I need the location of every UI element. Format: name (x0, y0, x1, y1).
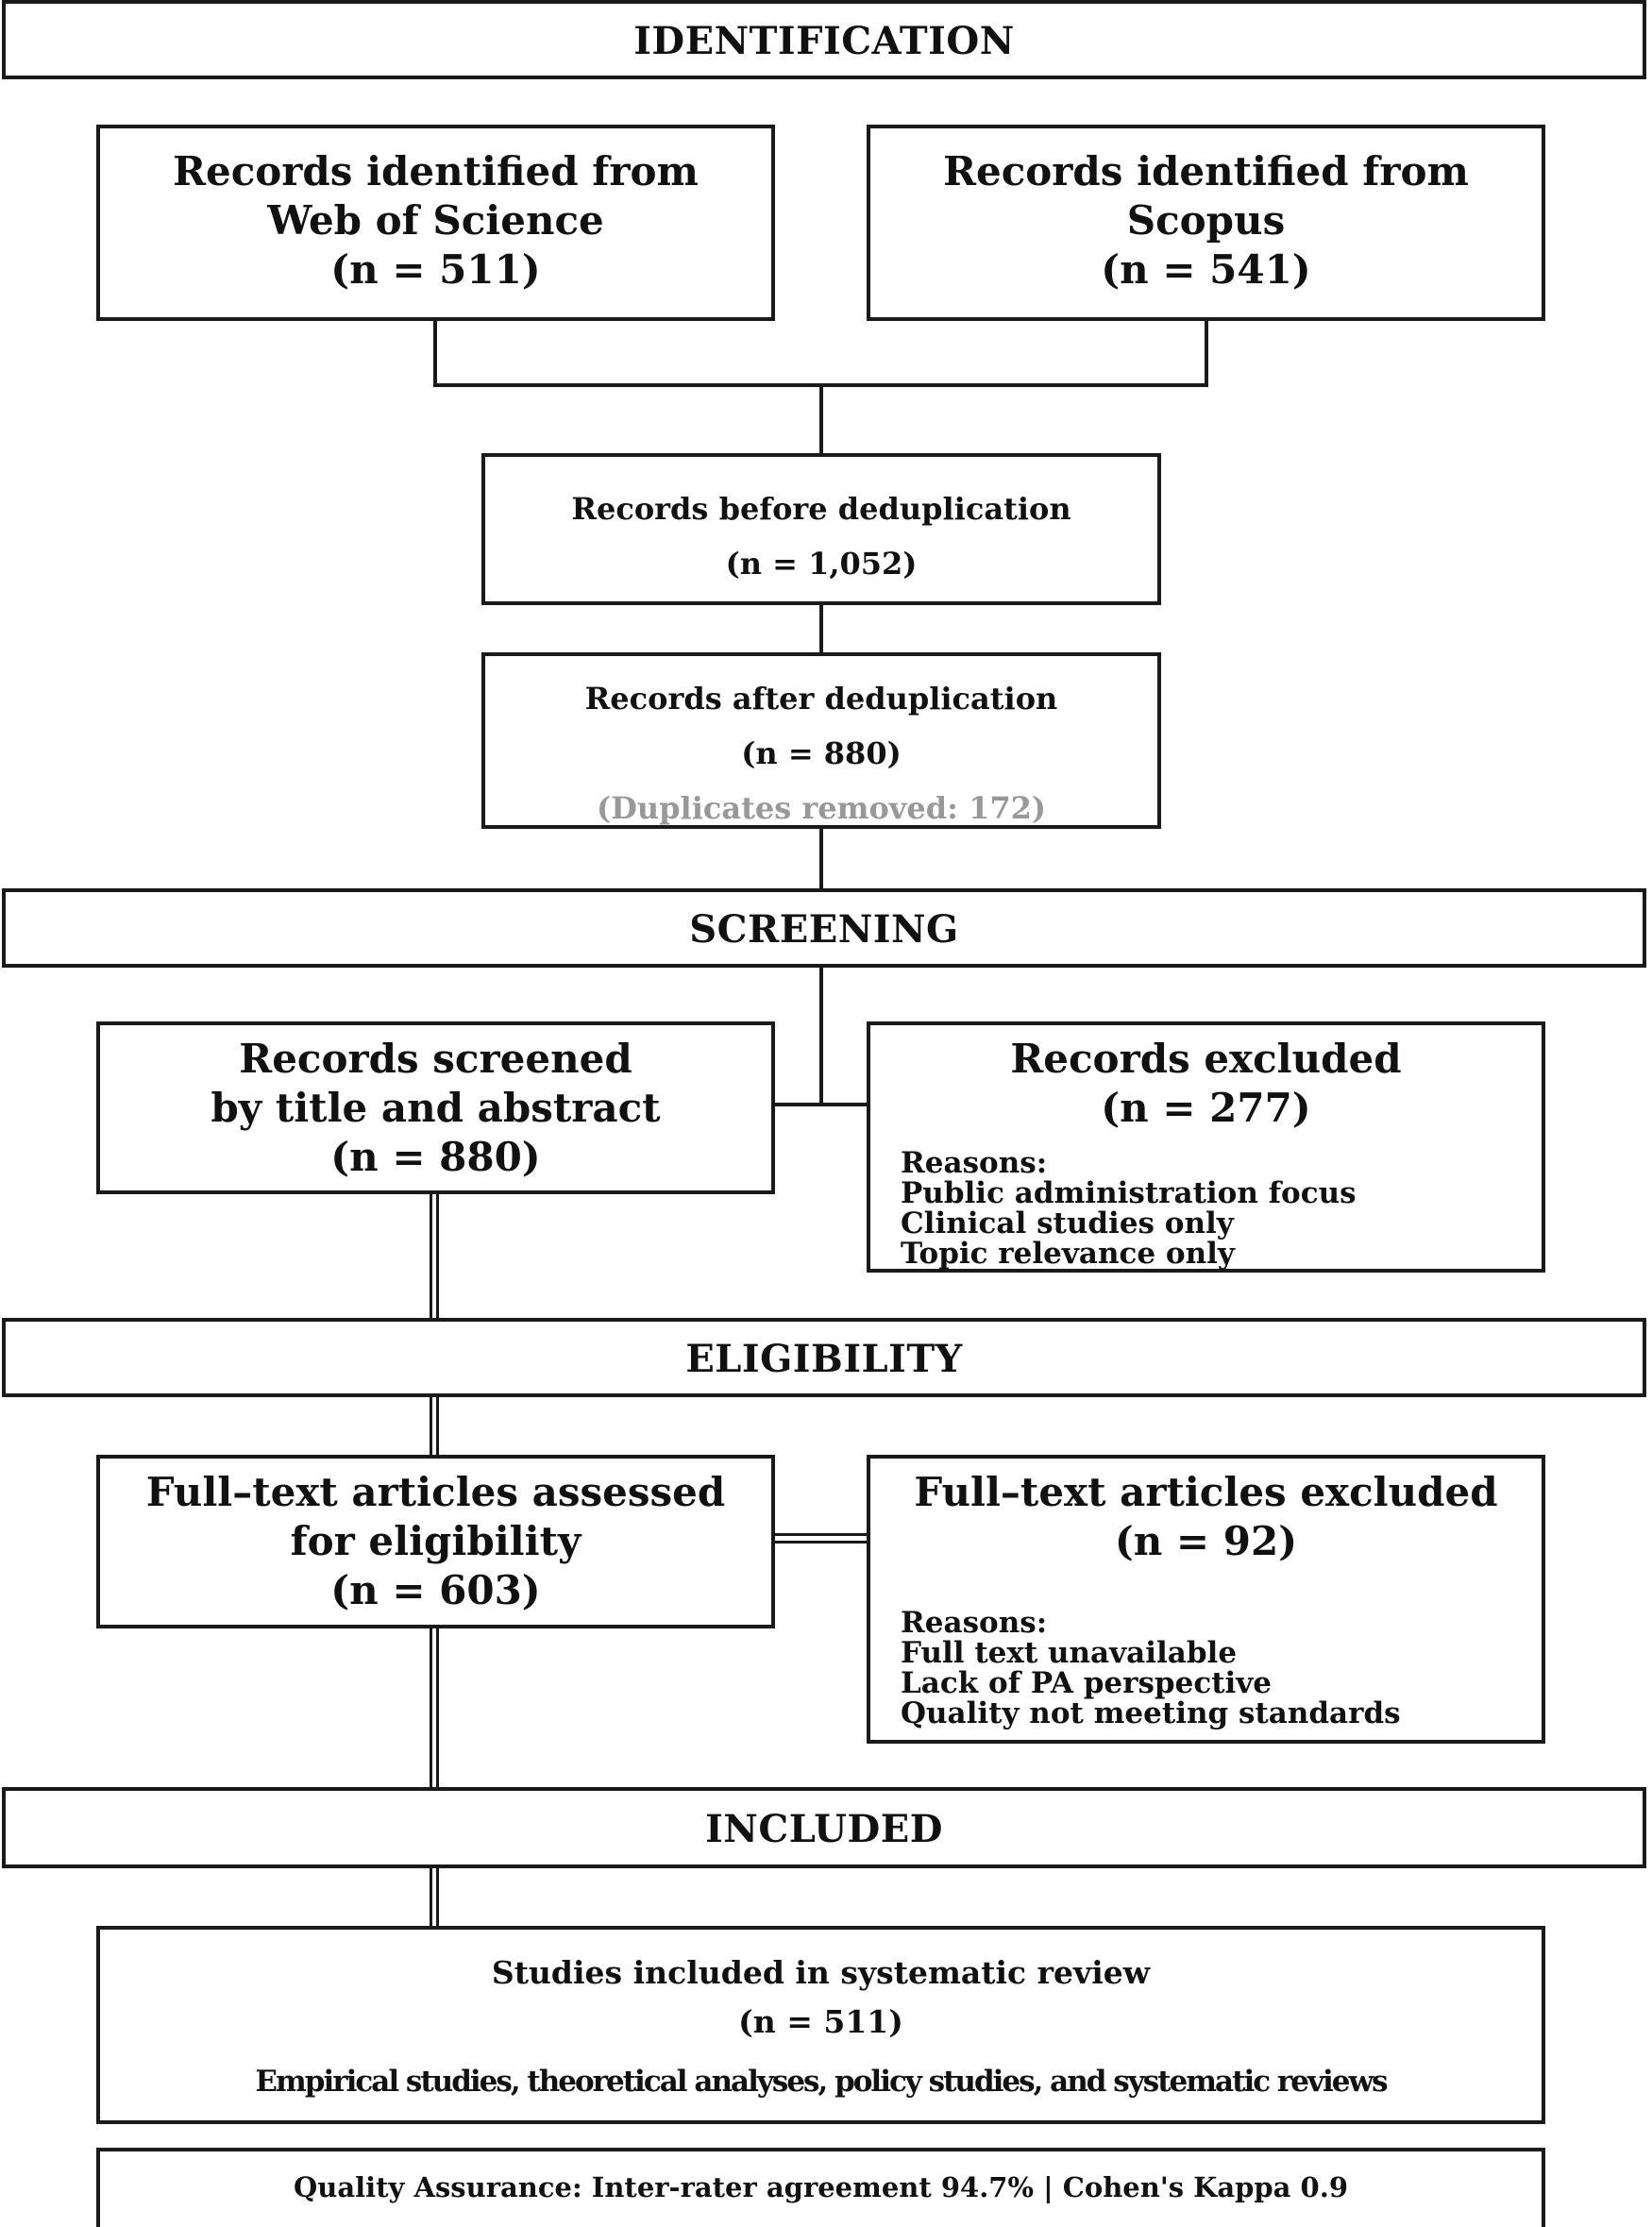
box-studies-included: Studies included in systematic review (n… (96, 1926, 1545, 2124)
records-excluded-title: Records excluded (1010, 1036, 1402, 1082)
box-records-web-of-science: Records identified from Web of Science (… (96, 125, 775, 321)
connector-after-screening (819, 827, 823, 890)
after-dedup-count: (n = 880) (741, 735, 902, 771)
connector-assessed-included-b (436, 1627, 439, 1789)
reasons-label: Reasons: (901, 1146, 1048, 1180)
full-text-excluded-reasons: Reasons: Full text unavailable Lack of P… (901, 1608, 1401, 1729)
box-records-before-deduplication: Records before deduplication (n = 1,052) (481, 453, 1161, 605)
scopus-line1: Records identified from (943, 148, 1469, 194)
wos-text: Records identified from Web of Science (… (100, 147, 771, 295)
after-dedup-text: Records after deduplication (n = 880) (D… (485, 671, 1157, 835)
connector-assessed-included-a (430, 1627, 432, 1789)
included-count: (n = 511) (738, 2003, 903, 2040)
before-dedup-title: Records before deduplication (571, 491, 1071, 527)
box-quality-assurance: Quality Assurance: Inter-rater agreement… (96, 2148, 1545, 2227)
reasons-label: Reasons: (901, 1606, 1048, 1640)
box-records-after-deduplication: Records after deduplication (n = 880) (D… (481, 652, 1161, 829)
connector-wos-down (433, 321, 437, 387)
reason-item: Full text unavailable (901, 1636, 1238, 1670)
quality-assurance-text: Quality Assurance: Inter-rater agreement… (293, 2171, 1349, 2203)
section-title-identification: IDENTIFICATION (633, 19, 1015, 63)
reason-item: Clinical studies only (901, 1206, 1234, 1240)
connector-included-studies-a (430, 1864, 432, 1928)
scopus-count: (n = 541) (1101, 246, 1311, 293)
connector-included-studies-b (436, 1864, 439, 1928)
connector-scopus-down (1205, 321, 1208, 387)
reason-item: Public administration focus (901, 1176, 1357, 1210)
before-dedup-count: (n = 1,052) (725, 546, 918, 582)
section-title-eligibility: ELIGIBILITY (685, 1337, 963, 1381)
assessed-line2: for eligibility (290, 1518, 582, 1564)
connector-merge-down (819, 383, 823, 455)
connector-eligibility-assessed-a (430, 1394, 432, 1457)
connector-assessed-excluded-b (774, 1541, 868, 1544)
records-excluded-reasons: Reasons: Public administration focus Cli… (901, 1148, 1357, 1269)
after-dedup-title: Records after deduplication (584, 681, 1058, 717)
box-full-text-excluded: Full–text articles excluded (n = 92) Rea… (867, 1455, 1545, 1744)
assessed-line1: Full–text articles assessed (145, 1469, 726, 1515)
assessed-count: (n = 603) (330, 1567, 541, 1613)
wos-count: (n = 511) (330, 246, 541, 293)
duplicates-removed-note: (Duplicates removed: 172) (597, 790, 1046, 826)
box-records-excluded: Records excluded (n = 277) Reasons: Publ… (867, 1021, 1545, 1273)
box-full-text-assessed: Full–text articles assessed for eligibil… (96, 1455, 775, 1628)
wos-line2: Web of Science (267, 197, 604, 244)
records-excluded-header: Records excluded (n = 277) (870, 1035, 1542, 1133)
scopus-line2: Scopus (1126, 197, 1286, 244)
reason-item: Topic relevance only (901, 1237, 1235, 1271)
screened-line1: Records screened (239, 1036, 632, 1082)
connector-eligibility-assessed-b (436, 1394, 439, 1457)
connector-before-after (819, 601, 823, 654)
records-excluded-count: (n = 277) (1101, 1085, 1311, 1131)
section-header-eligibility: ELIGIBILITY (2, 1318, 1646, 1397)
section-header-identification: IDENTIFICATION (2, 0, 1646, 79)
screened-text: Records screened by title and abstract (… (100, 1035, 771, 1182)
before-dedup-text: Records before deduplication (n = 1,052) (485, 481, 1157, 591)
reason-item: Lack of PA perspective (901, 1666, 1273, 1700)
scopus-text: Records identified from Scopus (n = 541) (870, 147, 1542, 295)
section-header-included: INCLUDED (2, 1787, 1646, 1868)
box-records-screened: Records screened by title and abstract (… (96, 1021, 775, 1194)
connector-assessed-excluded-a (774, 1533, 868, 1536)
section-title-included: INCLUDED (705, 1807, 943, 1851)
assessed-text: Full–text articles assessed for eligibil… (100, 1468, 771, 1615)
box-records-scopus: Records identified from Scopus (n = 541) (867, 125, 1545, 321)
screened-line2: by title and abstract (211, 1085, 661, 1131)
connector-screening-down (819, 964, 823, 1106)
wos-line1: Records identified from (173, 148, 699, 194)
connector-screened-eligibility-b (436, 1192, 439, 1320)
section-title-screening: SCREENING (689, 907, 959, 952)
screened-count: (n = 880) (330, 1134, 541, 1180)
section-header-screening: SCREENING (2, 888, 1646, 968)
included-study-types: Empirical studies, theoretical analyses,… (255, 2065, 1388, 2099)
connector-screened-excluded (774, 1103, 868, 1106)
full-text-excluded-header: Full–text articles excluded (n = 92) (870, 1468, 1542, 1566)
included-title: Studies included in systematic review (491, 1954, 1151, 1991)
full-text-excluded-title: Full–text articles excluded (914, 1469, 1498, 1515)
connector-screened-eligibility-a (430, 1192, 432, 1320)
full-text-excluded-count: (n = 92) (1114, 1518, 1298, 1564)
reason-item: Quality not meeting standards (901, 1696, 1401, 1730)
